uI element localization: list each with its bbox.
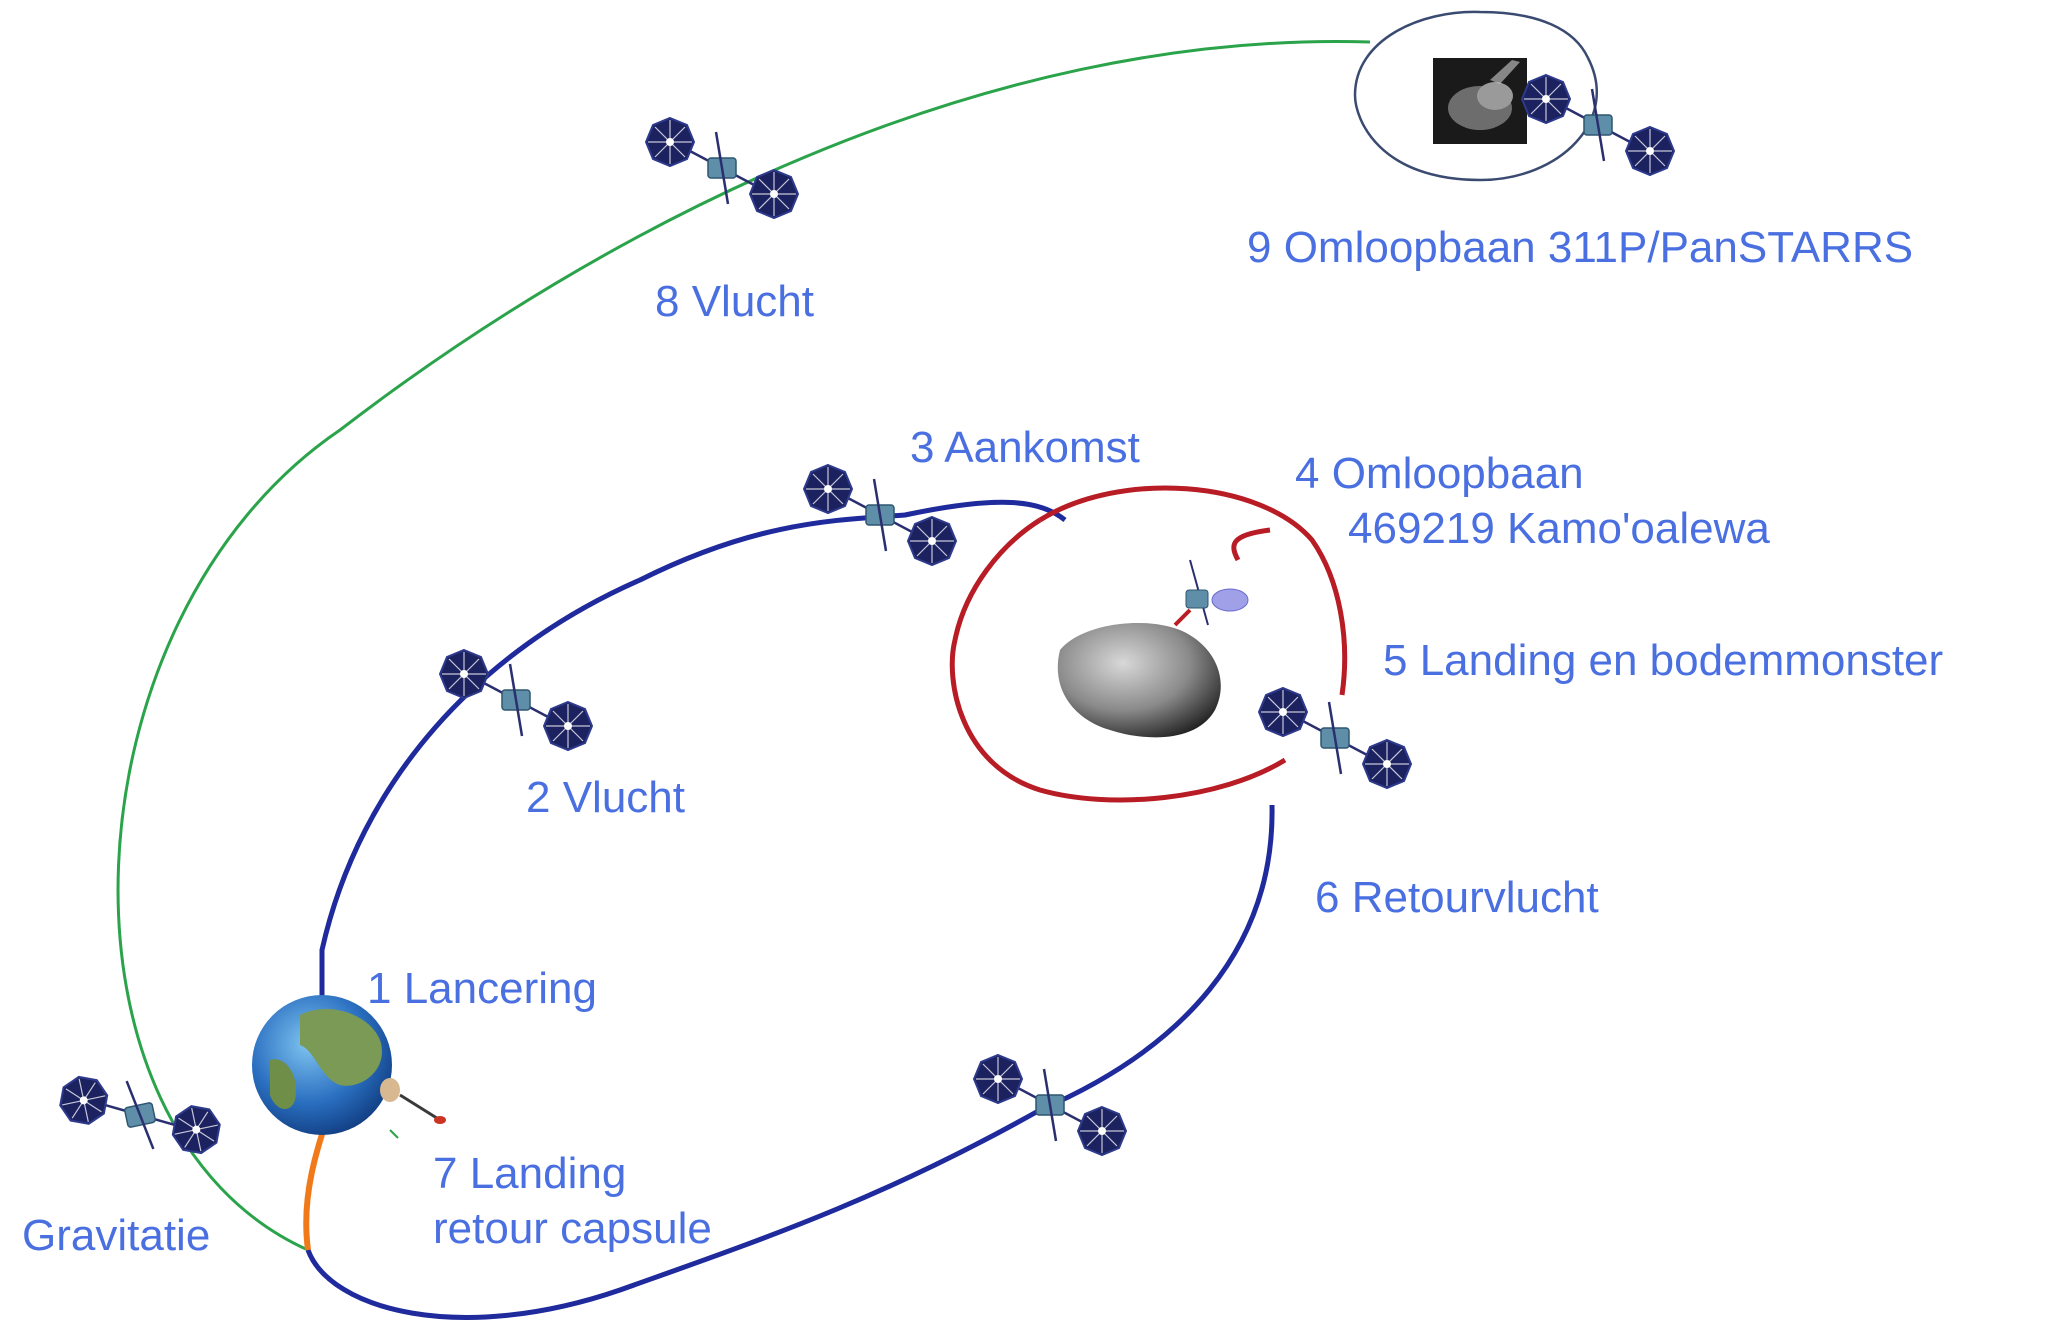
outbound-transfer-path <box>319 499 1067 1050</box>
spacecraft-icon <box>972 1053 1128 1157</box>
comet-orbit-path <box>1353 10 1599 182</box>
label-launch: 1 Lancering <box>367 964 597 1013</box>
label-flight-out: 2 Vlucht <box>526 773 685 822</box>
earth-icon <box>252 995 392 1135</box>
label-orbit-comet: 9 Omloopbaan 311P/PanSTARRS <box>1247 223 1913 272</box>
label-flight-comet: 8 Vlucht <box>655 277 814 326</box>
label-orbit-asteroid-2: 469219 Kamo'oalewa <box>1348 504 1770 553</box>
asteroid-orbit-lower <box>949 517 1287 803</box>
comet-icon <box>1433 58 1527 144</box>
label-landing-sample: 5 Landing en bodemmonster <box>1383 636 1943 685</box>
spacecraft-icon <box>1257 686 1413 790</box>
asteroid-orbit-path <box>1038 485 1348 696</box>
asteroid-icon <box>1057 622 1221 738</box>
label-capsule-2: retour capsule <box>433 1204 712 1253</box>
spacecraft-icon <box>644 116 800 220</box>
capsule-icon <box>380 1078 446 1139</box>
descent-path <box>1173 608 1192 627</box>
label-gravity: Gravitatie <box>22 1211 210 1260</box>
lander-icon <box>1185 559 1249 626</box>
spacecraft-icon <box>802 463 958 567</box>
comet-flight-path <box>116 39 1371 1252</box>
label-orbit-asteroid-1: 4 Omloopbaan <box>1295 449 1584 498</box>
label-return-flight: 6 Retourvlucht <box>1315 873 1599 922</box>
label-arrival: 3 Aankomst <box>910 423 1140 472</box>
return-transfer-path <box>305 804 1275 1320</box>
label-capsule-1: 7 Landing <box>433 1149 626 1198</box>
landing-approach-path <box>1231 527 1271 562</box>
